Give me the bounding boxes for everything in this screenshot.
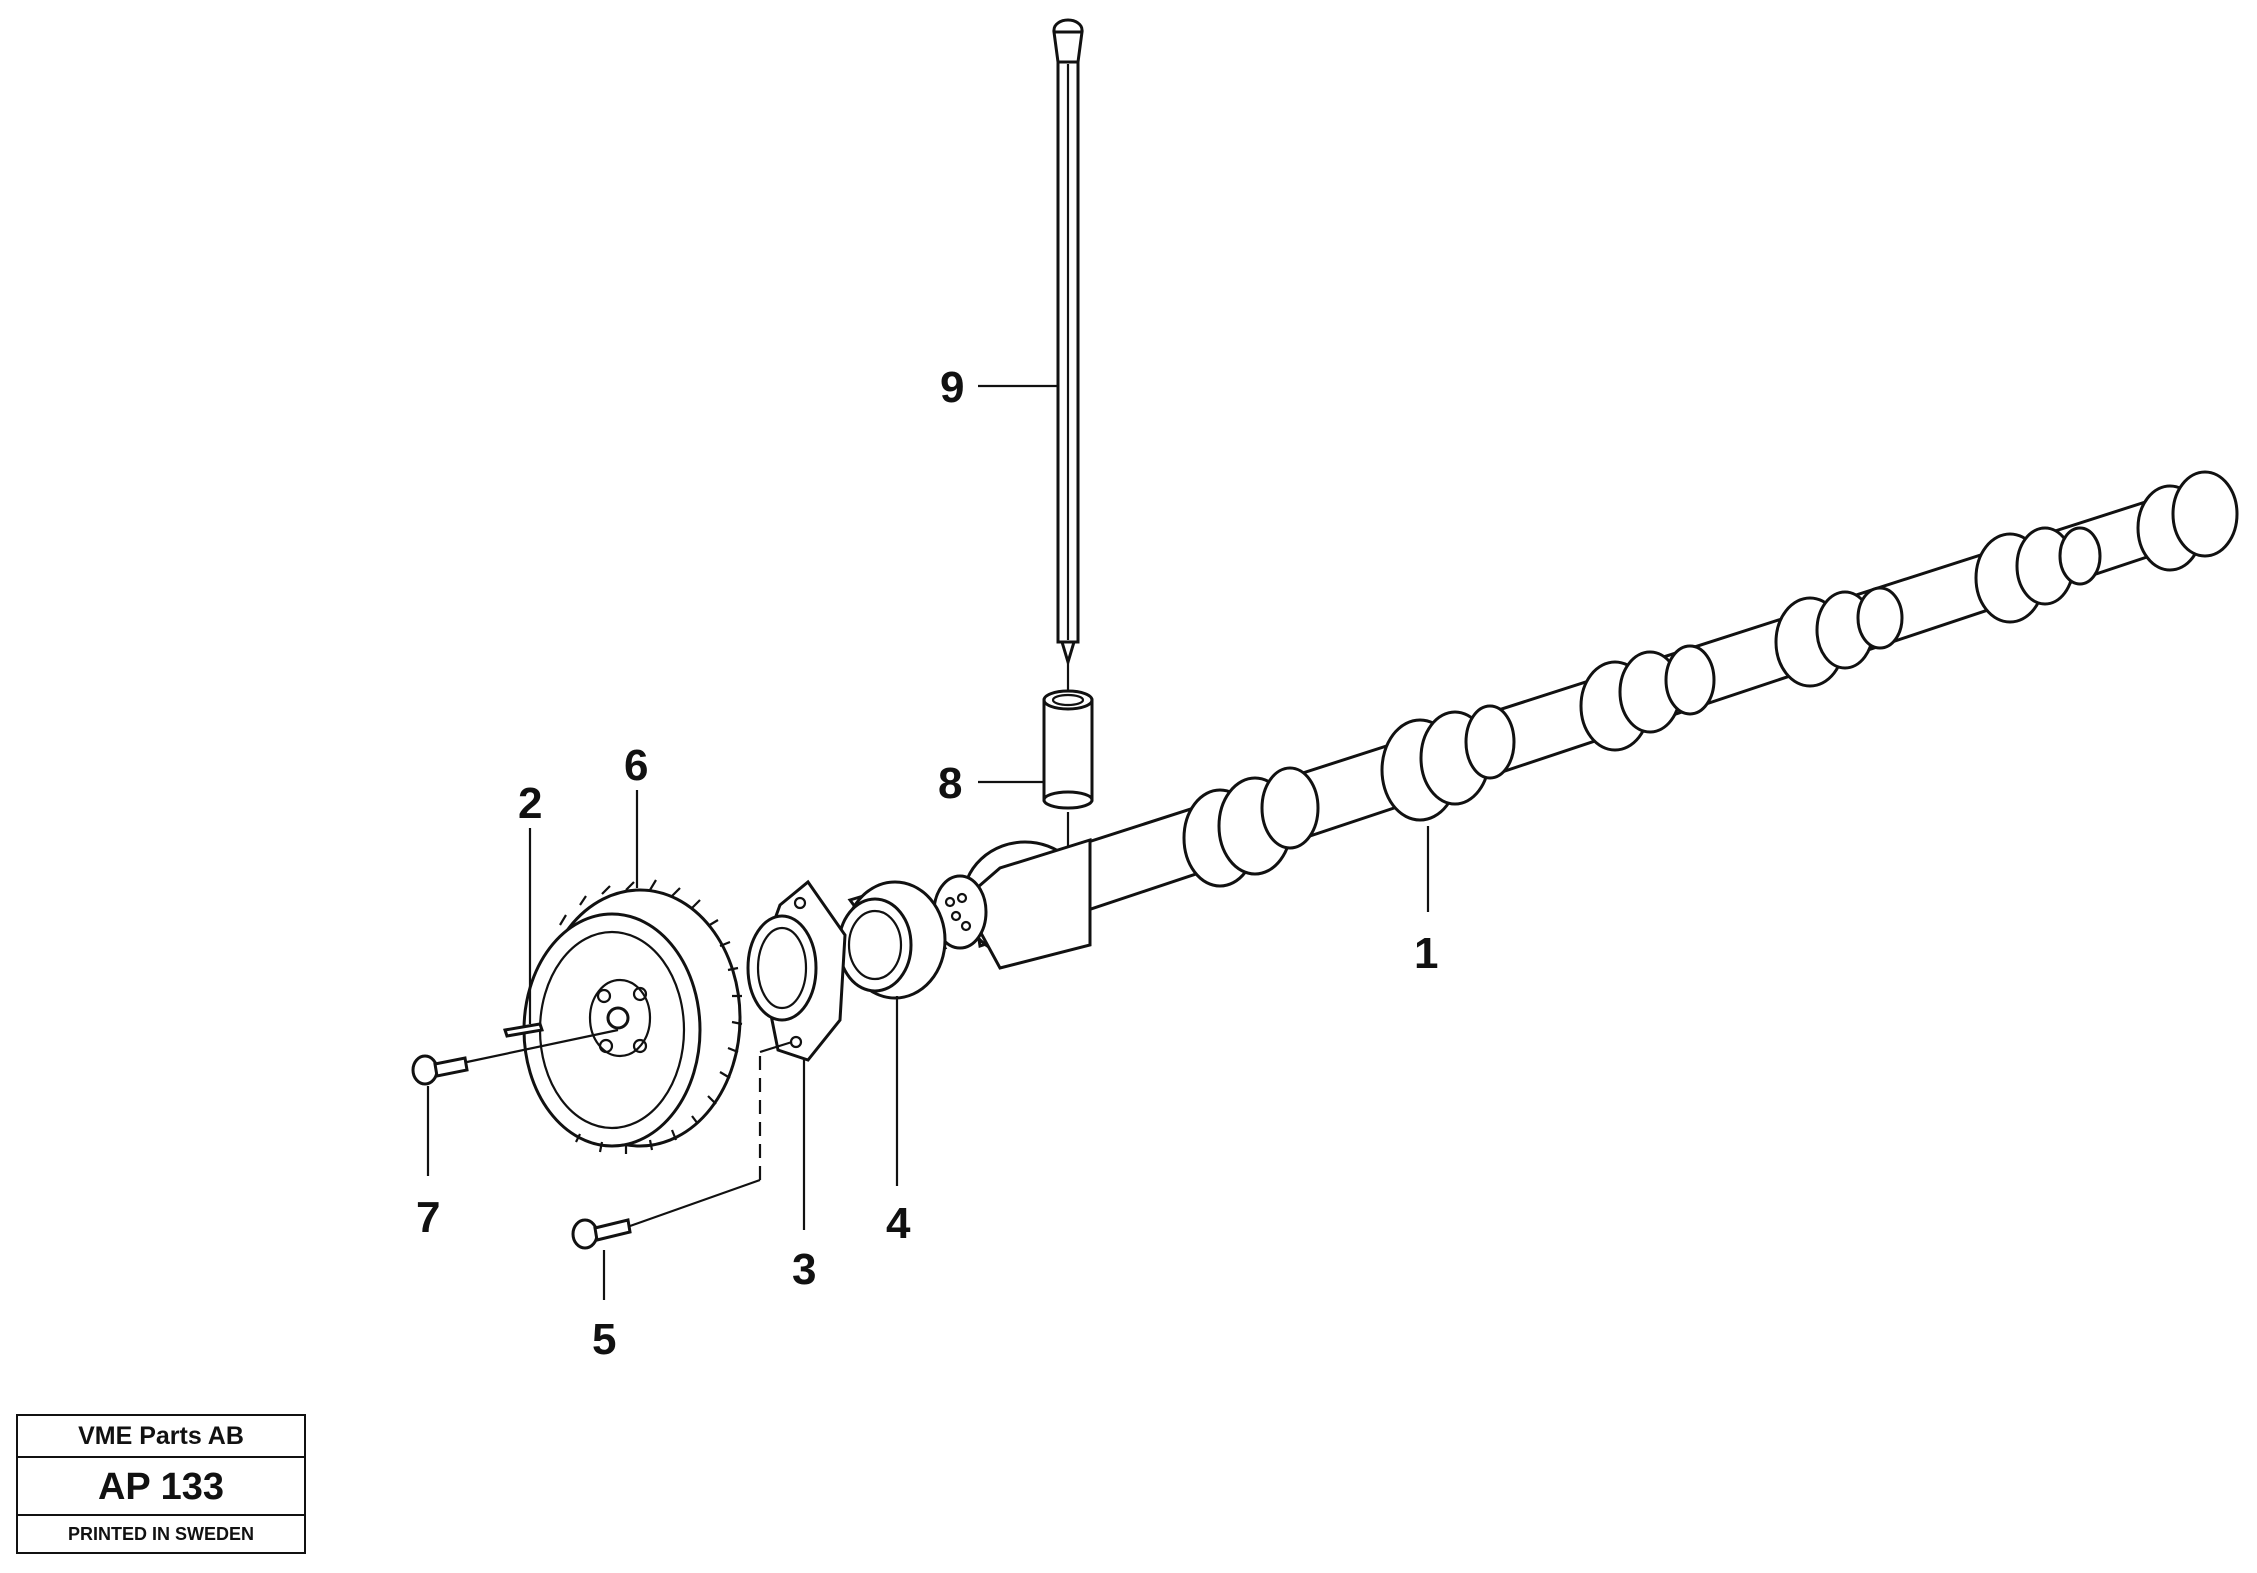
diagram-code: AP 133 [18, 1458, 304, 1516]
bushing [837, 880, 948, 1000]
callout-1: 1 [1414, 929, 1438, 978]
leader-lines [426, 384, 1430, 1300]
flange-bolt [571, 1040, 793, 1250]
printed-note: PRINTED IN SWEDEN [67, 1524, 254, 1544]
callout-8: 8 [938, 759, 962, 808]
gear-bolt [411, 1028, 619, 1086]
camshaft-gear [522, 879, 743, 1154]
callout-2: 2 [518, 779, 542, 828]
company-name: VME Parts AB [18, 1416, 304, 1458]
camshaft [932, 470, 2239, 970]
tappet [1042, 662, 1094, 860]
thrust-flange [746, 879, 847, 1062]
callout-9: 9 [940, 363, 964, 412]
callout-4: 4 [886, 1199, 911, 1248]
push-rod [1052, 18, 1084, 668]
callout-3: 3 [792, 1245, 816, 1294]
title-block: VME Parts AB AP 133 PRINTED IN SWEDEN [16, 1414, 306, 1554]
callout-7: 7 [416, 1193, 440, 1242]
callout-5: 5 [592, 1315, 616, 1364]
callout-6: 6 [624, 741, 648, 790]
locating-pin [503, 1022, 544, 1038]
